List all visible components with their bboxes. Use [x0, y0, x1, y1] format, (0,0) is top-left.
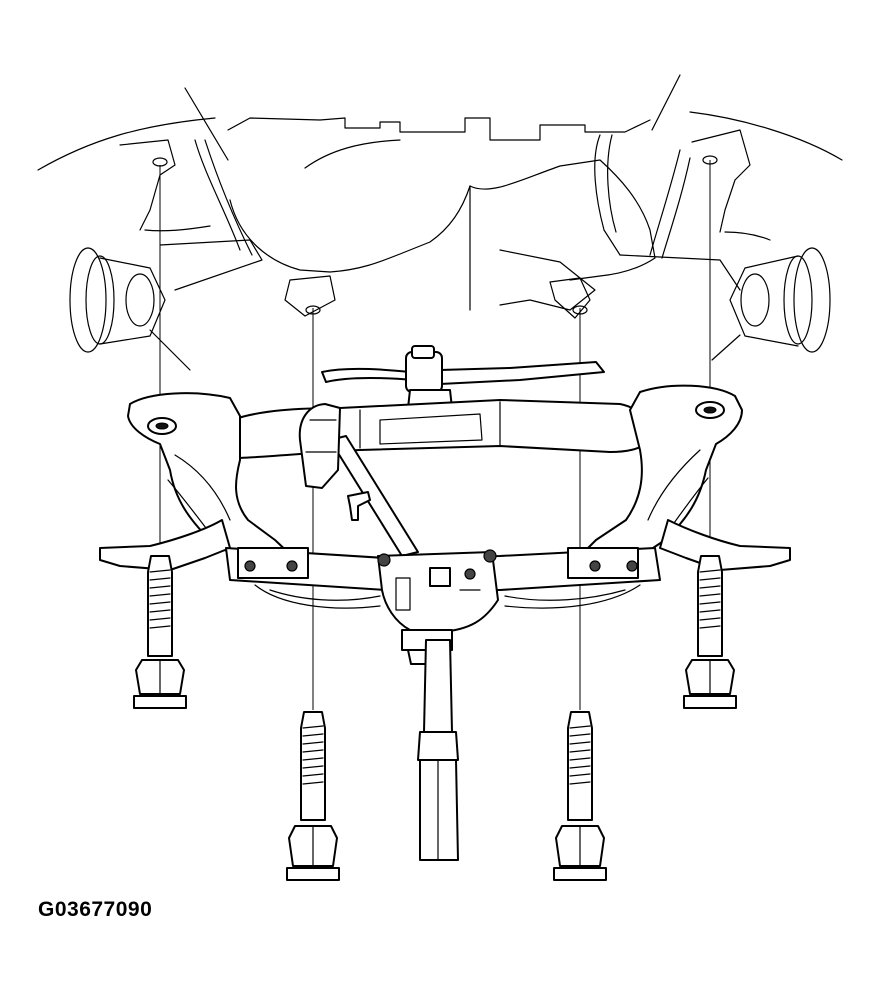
mounting-hole-icon — [153, 158, 167, 166]
center-shaft — [418, 640, 458, 860]
flanged-bolt-icon — [287, 712, 339, 880]
hose-assembly — [322, 346, 604, 408]
alignment-lines — [160, 160, 710, 710]
bolt-left-outer — [134, 556, 186, 708]
bolt-right-outer — [684, 556, 736, 708]
left-wheel-hub — [70, 248, 190, 370]
bolt-left-inner — [287, 712, 339, 880]
mounting-hole-icon — [573, 306, 587, 314]
mounting-hole-icon — [306, 306, 320, 314]
flanged-bolt-icon — [554, 712, 606, 880]
flanged-bolt-icon — [684, 556, 736, 708]
flanged-bolt-icon — [134, 556, 186, 708]
vehicle-underbody — [38, 75, 842, 318]
right-wheel-hub — [712, 248, 830, 360]
bolt-right-inner — [554, 712, 606, 880]
body-mount-holes — [153, 156, 717, 314]
front-subframe — [100, 386, 790, 608]
figure-code-label: G03677090 — [38, 898, 153, 921]
mounting-hole-icon — [703, 156, 717, 164]
